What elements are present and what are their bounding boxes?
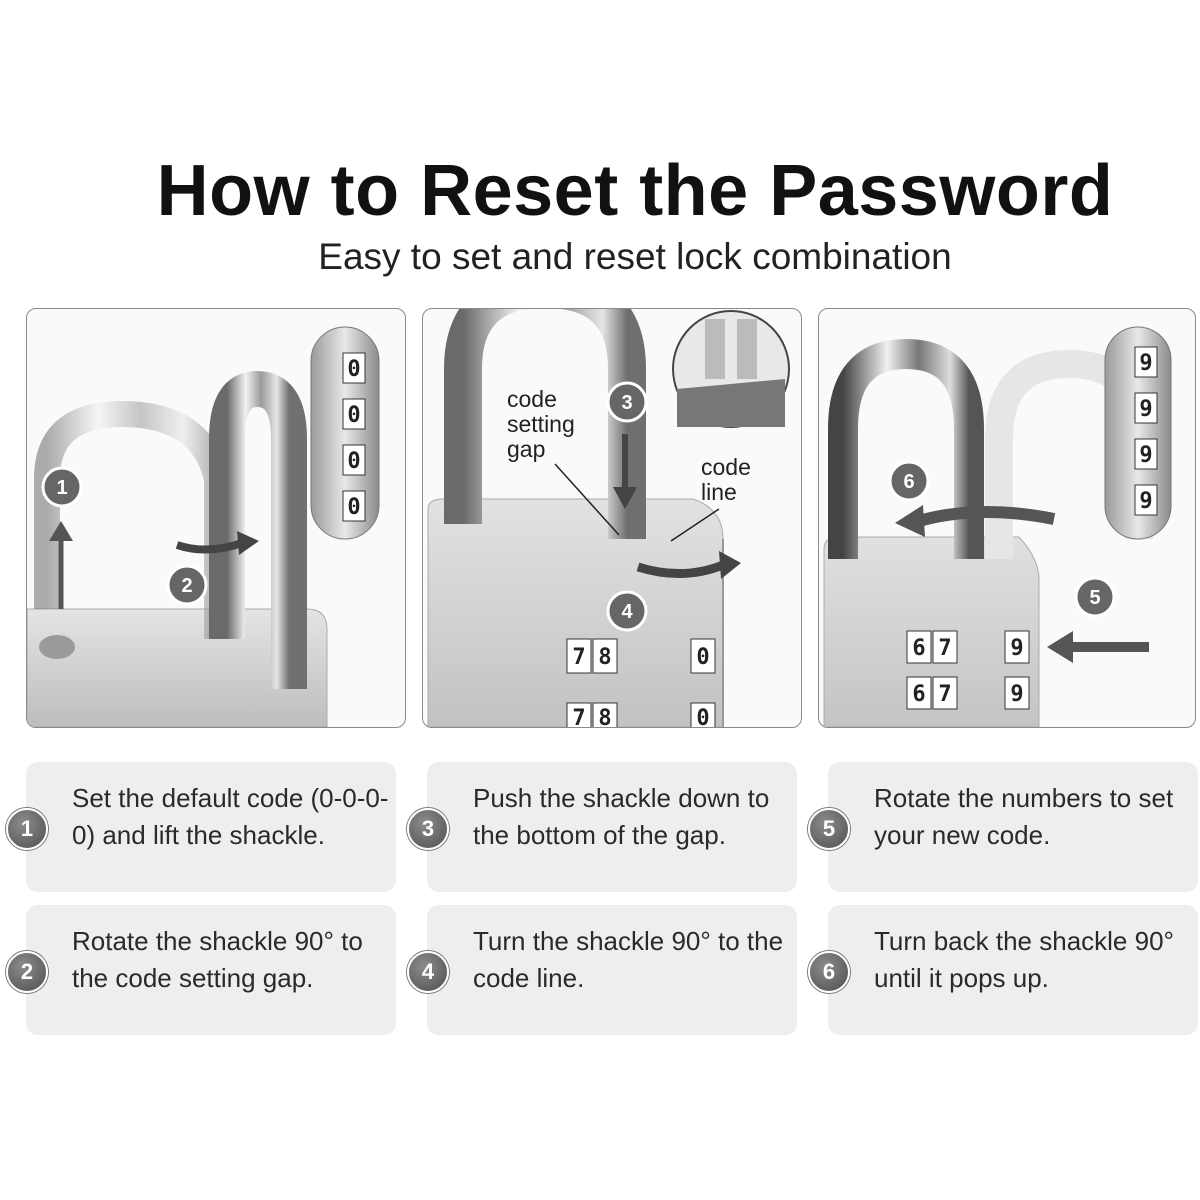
step-description: Rotate the numbers to set your new code. — [874, 783, 1174, 850]
page-subtitle: Easy to set and reset lock combination — [318, 236, 952, 277]
svg-text:6: 6 — [903, 471, 914, 493]
svg-text:6: 6 — [912, 682, 925, 707]
step-description: Push the shackle down to the bottom of t… — [473, 783, 770, 850]
svg-text:3: 3 — [621, 392, 632, 414]
svg-text:1: 1 — [56, 477, 67, 499]
svg-text:9: 9 — [1139, 489, 1152, 514]
gap-magnifier-inset — [672, 310, 790, 428]
svg-text:code: code — [701, 454, 751, 480]
svg-text:7: 7 — [938, 636, 951, 661]
svg-text:setting: setting — [507, 411, 575, 437]
dial-row-front: 7 8 0 — [566, 638, 716, 674]
svg-text:line: line — [701, 479, 737, 505]
label-code-line: code line — [701, 454, 751, 505]
step-description: Set the default code (0-0-0-0) and lift … — [72, 783, 389, 850]
illustration-panel-step-5-6: 6 5 6 7 9 6 7 9 9 — [818, 308, 1196, 728]
svg-text:7: 7 — [572, 706, 585, 727]
step-description: Rotate the shackle 90° to the code setti… — [72, 926, 363, 993]
svg-text:9: 9 — [1010, 636, 1023, 661]
step-number-badge: 2 — [6, 951, 48, 993]
step-card-2: 2 Rotate the shackle 90° to the code set… — [6, 905, 396, 1035]
svg-text:8: 8 — [598, 706, 611, 727]
svg-text:7: 7 — [938, 682, 951, 707]
illustration-panel-step-1-2: 1 2 0 0 0 0 — [26, 308, 406, 728]
illustration-panel-step-3-4: code setting gap code line 3 4 7 8 0 — [422, 308, 802, 728]
svg-text:0: 0 — [347, 495, 360, 520]
svg-text:4: 4 — [621, 601, 633, 623]
step-number-badge: 5 — [808, 808, 850, 850]
label-code-setting-gap: code setting gap — [507, 386, 575, 462]
step-card-6: 6 Turn back the shackle 90° until it pop… — [808, 905, 1198, 1035]
step-card-5: 5 Rotate the numbers to set your new cod… — [808, 762, 1198, 892]
svg-text:5: 5 — [1089, 587, 1100, 609]
svg-text:0: 0 — [347, 449, 360, 474]
step-description: Turn the shackle 90° to the code line. — [473, 926, 784, 993]
svg-text:9: 9 — [1010, 682, 1023, 707]
svg-text:0: 0 — [696, 645, 709, 670]
svg-text:7: 7 — [572, 645, 585, 670]
svg-text:code: code — [507, 386, 557, 412]
step-number-badge: 1 — [6, 808, 48, 850]
step-card-4: 4 Turn the shackle 90° to the code line. — [407, 905, 797, 1035]
step-number-badge: 3 — [407, 808, 449, 850]
page-title: How to Reset the Password — [156, 151, 1114, 231]
step-badge-4: 4 — [606, 590, 648, 632]
svg-text:2: 2 — [181, 575, 192, 597]
step-card-3: 3 Push the shackle down to the bottom of… — [407, 762, 797, 892]
padlock-push-illustration: code setting gap code line 3 4 7 8 0 — [427, 309, 790, 727]
svg-text:8: 8 — [598, 645, 611, 670]
step-card-1: 1 Set the default code (0-0-0-0) and lif… — [6, 762, 396, 892]
svg-text:0: 0 — [347, 403, 360, 428]
step-badge-1: 1 — [41, 466, 83, 508]
step-badge-2: 2 — [166, 564, 208, 606]
dial-row-new-code-1: 6 7 9 — [906, 630, 1030, 664]
dial-inset-default-code: 0 0 0 0 — [310, 326, 380, 540]
padlock-lift-illustration: 1 2 0 0 0 0 — [27, 326, 380, 727]
step-badge-5: 5 — [1074, 576, 1116, 618]
svg-text:9: 9 — [1139, 397, 1152, 422]
step-number-badge: 4 — [407, 951, 449, 993]
step-number-badge: 6 — [808, 951, 850, 993]
dial-inset-new-code: 9 9 9 9 — [1104, 326, 1172, 540]
svg-text:6: 6 — [912, 636, 925, 661]
svg-text:0: 0 — [696, 706, 709, 727]
svg-text:9: 9 — [1139, 351, 1152, 376]
svg-text:0: 0 — [347, 357, 360, 382]
dial-row-new-code-2: 6 7 9 — [906, 676, 1030, 710]
svg-text:gap: gap — [507, 436, 545, 462]
svg-text:9: 9 — [1139, 443, 1152, 468]
dial-row-front-2: 7 8 0 — [566, 702, 716, 727]
step-badge-3: 3 — [606, 381, 648, 423]
step-description: Turn back the shackle 90° until it pops … — [874, 926, 1174, 993]
padlock-set-code-illustration: 6 5 6 7 9 6 7 9 9 — [823, 326, 1172, 727]
step-badge-6: 6 — [888, 460, 930, 502]
